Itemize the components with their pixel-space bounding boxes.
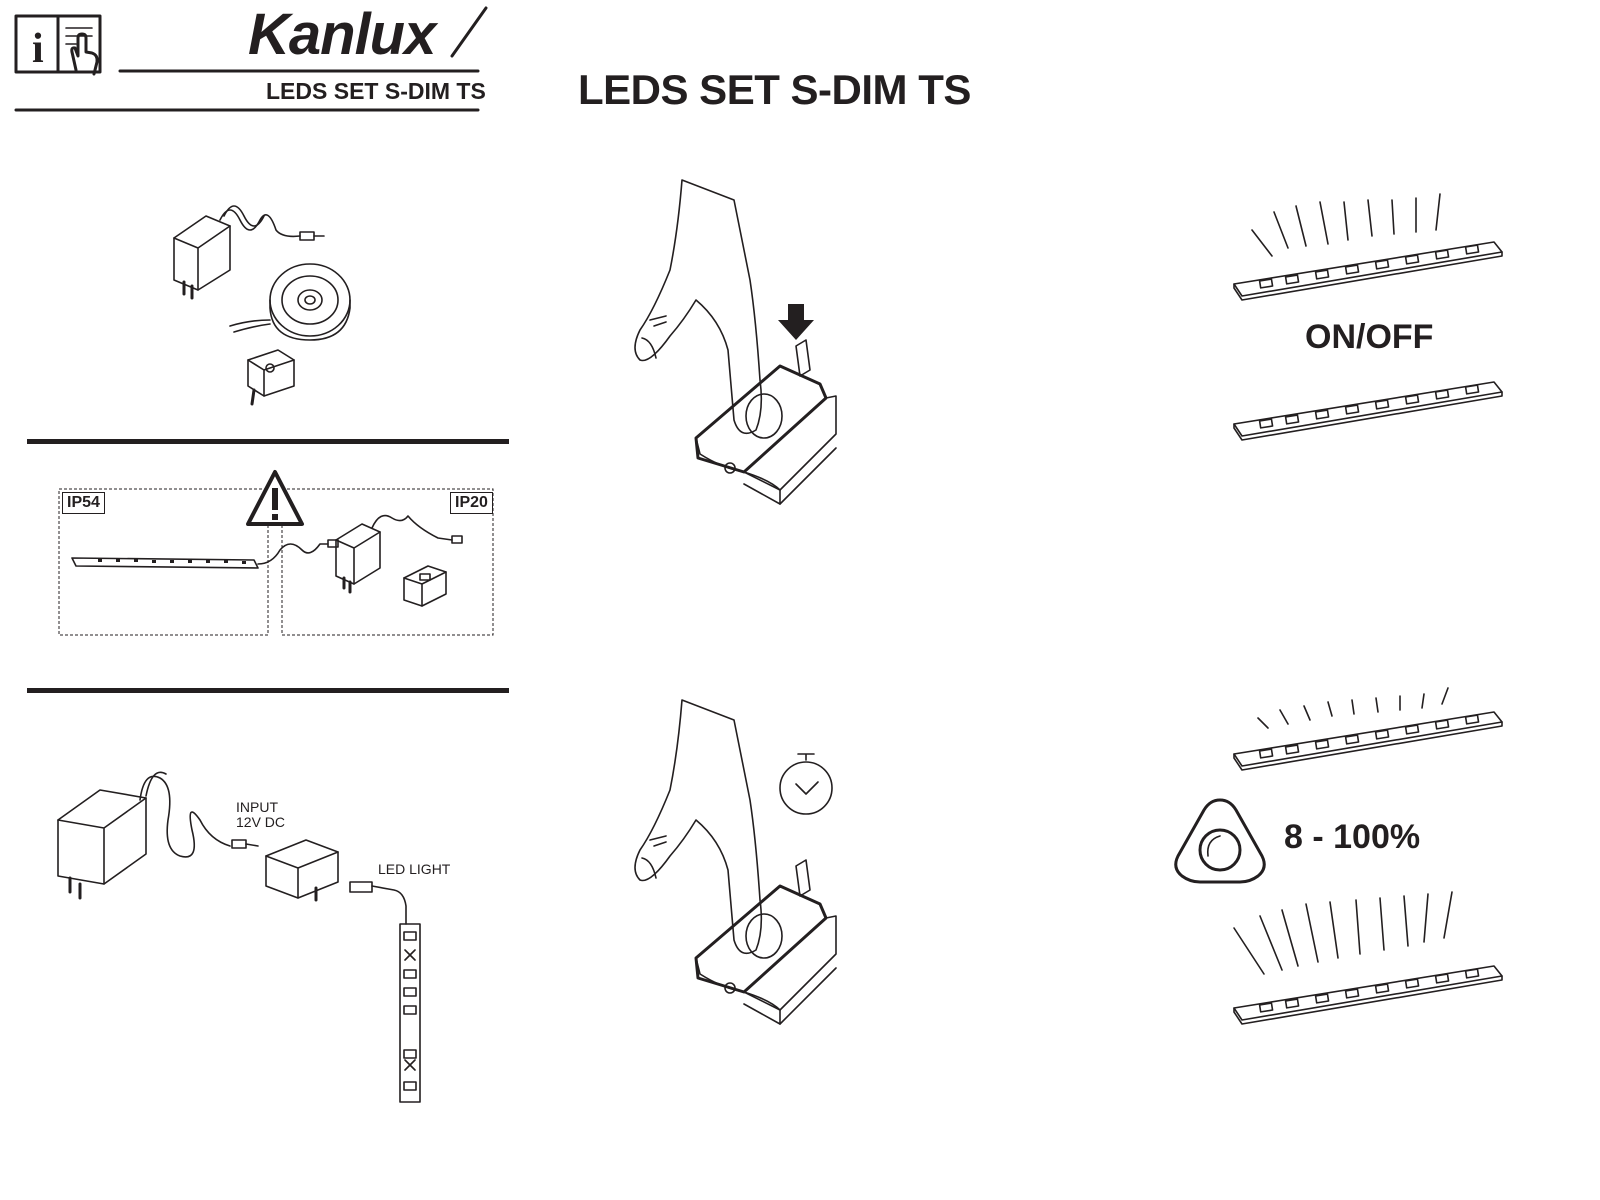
dimming-range-label: 8 - 100% xyxy=(1284,818,1421,856)
arrow-down-icon xyxy=(776,302,816,342)
led-light-label: LED LIGHT xyxy=(378,861,451,877)
ip20-badge: IP20 xyxy=(450,492,493,514)
led-strip-dim xyxy=(1230,684,1520,774)
section-divider xyxy=(27,688,509,693)
ip-rating-panel xyxy=(58,488,494,636)
press-button-illustration xyxy=(630,170,860,510)
page-title: LEDS SET S-DIM TS xyxy=(578,66,971,113)
section-divider xyxy=(27,439,509,444)
kit-contents-illustration xyxy=(160,190,380,420)
dimmer-icon xyxy=(1170,794,1270,886)
wiring-illustration xyxy=(50,760,470,1120)
svg-text:i: i xyxy=(32,26,44,72)
brand-product-name: LEDS SET S-DIM TS xyxy=(266,78,486,104)
clock-icon xyxy=(776,750,836,818)
led-strip-off xyxy=(1230,372,1520,442)
info-manual-icon: i xyxy=(14,12,104,76)
warning-triangle-icon xyxy=(244,468,306,528)
on-off-label: ON/OFF xyxy=(1305,318,1434,356)
input-label: INPUT 12V DC xyxy=(236,800,285,830)
led-strip-bright xyxy=(1230,890,1520,1030)
ip54-badge: IP54 xyxy=(62,492,105,514)
brand-logo: Kanlux xyxy=(248,2,436,67)
input-label-line2: 12V DC xyxy=(236,814,286,830)
hold-button-illustration xyxy=(630,690,860,1030)
led-strip-on xyxy=(1230,186,1520,306)
input-label-line1: INPUT xyxy=(236,799,278,815)
